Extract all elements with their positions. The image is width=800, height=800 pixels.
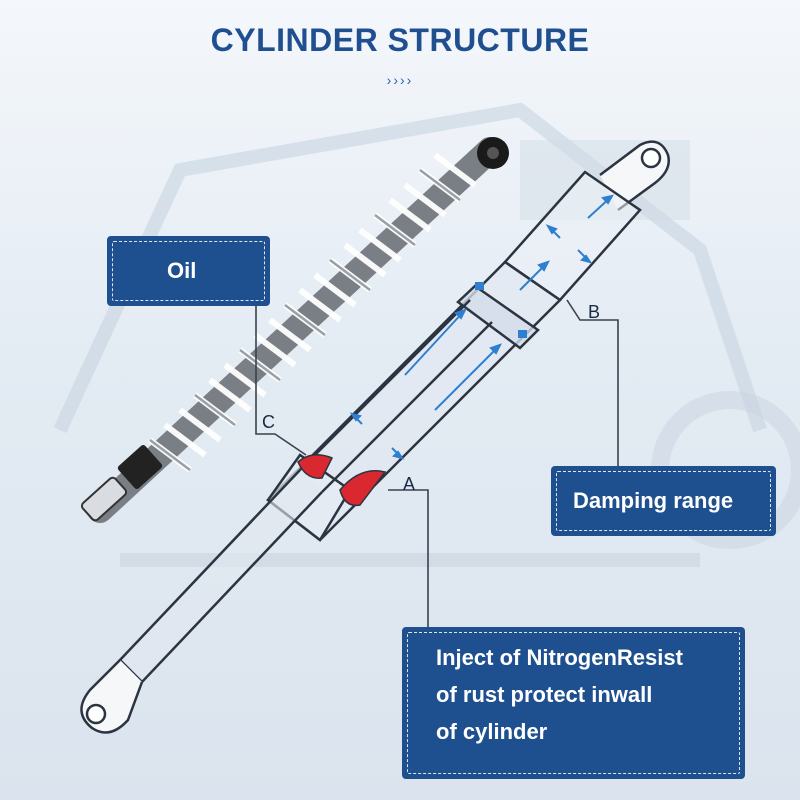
cylinder-cutaway [80, 140, 670, 734]
spring-strut [80, 137, 509, 523]
page-title: CYLINDER STRUCTURE [210, 22, 590, 58]
letter-a: A [403, 474, 415, 494]
nitrogen-label-line-1: Inject of NitrogenResist [436, 645, 683, 670]
title-arrows-icon: ›››› [386, 72, 414, 88]
flow-arrows [349, 194, 614, 460]
nitrogen-label-line-3: of cylinder [436, 719, 548, 744]
leader-lines [255, 299, 619, 627]
red-seals [297, 282, 527, 507]
nitrogen-label-box: Inject of NitrogenResist of rust protect… [402, 627, 745, 779]
nitrogen-label-line-2: of rust protect inwall [436, 682, 653, 707]
letter-c: C [262, 412, 275, 432]
letter-b: B [588, 302, 600, 322]
oil-label-box: Oil [107, 236, 270, 306]
damping-label: Damping range [573, 488, 734, 513]
damping-label-box: Damping range [551, 466, 776, 536]
oil-label: Oil [167, 258, 197, 283]
